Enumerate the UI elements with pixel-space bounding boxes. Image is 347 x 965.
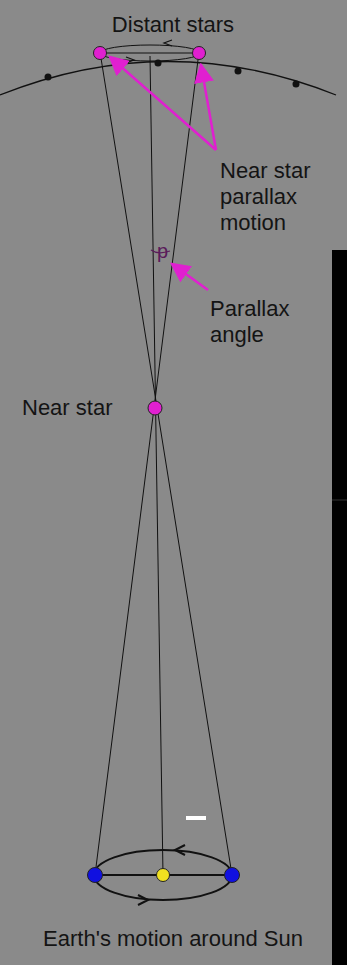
caption-label: Earth's motion around Sun: [43, 926, 303, 952]
sight-lines: [95, 45, 232, 875]
object-label: Near star: [22, 395, 142, 421]
earth-orbit: [88, 845, 240, 905]
near-star: [148, 401, 162, 415]
distant-star-dots: [45, 60, 300, 88]
sky-arc: [0, 62, 336, 96]
black-bar: [332, 250, 347, 965]
angle-symbol: p: [157, 238, 177, 264]
title-label: Distant stars: [112, 12, 234, 38]
callout-label: Near star parallax motion: [220, 158, 330, 236]
callout-label: Parallax angle: [210, 296, 320, 348]
